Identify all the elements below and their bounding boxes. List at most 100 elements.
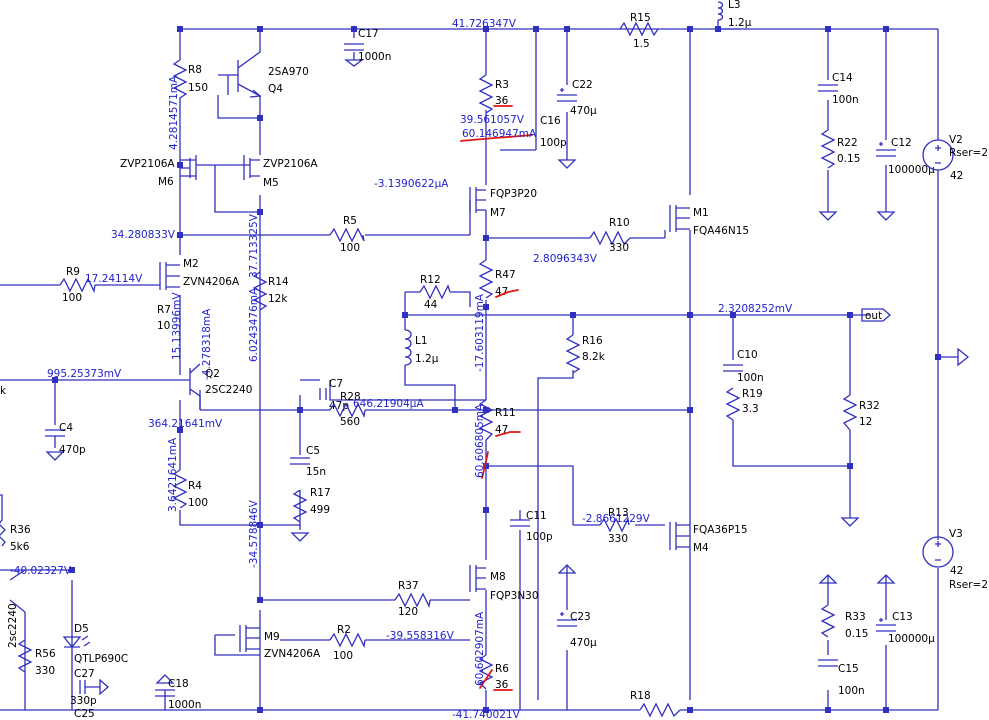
capacitor-c17[interactable]: C17 1000n [344,28,391,67]
svg-text:12: 12 [859,416,872,428]
svg-text:12k: 12k [268,293,288,305]
svg-text:36: 36 [495,95,509,107]
resistor-r8[interactable]: R8 150 [172,59,208,105]
resistor-r10[interactable]: R10 330 [589,217,631,254]
mosfet-m4[interactable]: FQA36P15 M4 [669,522,748,554]
svg-text:17.24114V: 17.24114V [85,273,143,285]
svg-text:1.5: 1.5 [633,38,650,50]
capacitor-c5[interactable]: C5 15n [290,445,326,478]
resistor-r28[interactable]: R28 560 [329,391,366,428]
mosfet-m1[interactable]: M1 FQA46N15 [669,205,749,237]
capacitor-c10[interactable]: C10 100n [723,349,764,384]
resistor-r9[interactable]: R9 100 [59,266,96,304]
resistor-r32[interactable]: R32 12 [840,394,880,527]
capacitor-c14[interactable]: C14 100n [818,72,859,106]
resistor-r36[interactable]: R36 5k6 [0,494,31,553]
resistor-r14[interactable]: R14 12k [252,271,289,311]
svg-text:L3: L3 [728,0,741,11]
resistor-r5[interactable]: R5 100 [329,215,365,254]
resistor-r15[interactable]: R15 1.5 [619,12,659,50]
resistor-r7[interactable]: R7 10 [157,304,171,332]
svg-text:C7: C7 [329,378,343,390]
resistor-r37[interactable]: R37 120 [394,580,431,618]
voltage-source-v3[interactable]: V3 42 Rser=2 [922,528,988,591]
capacitor-c4[interactable]: C4 470p [45,422,86,461]
svg-text:R7: R7 [157,304,171,316]
resistor-r2[interactable]: R2 100 [329,624,366,662]
resistor-r33[interactable]: R33 0.15 [818,574,868,640]
mosfet-m9[interactable]: M9 ZVN4206A [239,625,321,660]
transistor-q4[interactable]: 2SA970 Q4 [218,45,309,98]
diode-d5[interactable]: D5 QTLP690C [62,623,128,665]
svg-text:1000n: 1000n [168,699,201,711]
resistor-r18[interactable]: R18 [630,690,681,718]
q4-part: 2SA970 [268,66,309,78]
svg-text:10: 10 [157,320,170,332]
svg-text:646.21904µA: 646.21904µA [353,398,424,410]
svg-text:-3.1390622µA: -3.1390622µA [374,178,449,190]
svg-text:C11: C11 [526,510,547,522]
svg-text:M6: M6 [158,176,174,188]
mosfet-m5[interactable]: ZVP2106A M5 [243,155,318,189]
capacitor-c15[interactable]: C15 100n [818,659,865,697]
resistor-r17[interactable]: R17 499 [290,487,331,542]
capacitor-c18[interactable]: C18 1000n [155,674,201,711]
svg-text:995.25373mV: 995.25373mV [47,368,122,380]
capacitor-c12[interactable]: C12 100000µ [876,137,935,221]
svg-text:Rser=2: Rser=2 [949,579,988,591]
resistor-r3[interactable]: R3 36 [478,74,509,114]
svg-text:100: 100 [340,242,360,254]
svg-text:2SC2240: 2SC2240 [205,384,252,396]
resistor-r6[interactable]: R6 36 [478,654,509,691]
capacitor-c16[interactable]: C16 100p [540,115,567,149]
svg-text:R17: R17 [310,487,331,499]
svg-text:560: 560 [340,416,360,428]
svg-text:C14: C14 [832,72,853,84]
capacitor-c22[interactable]: C22 470µ [557,79,597,169]
transistor-q-low[interactable]: 2sc2240 [7,569,26,660]
resistor-r22[interactable]: R22 0.15 [818,129,860,221]
resistor-r4[interactable]: R4 100 [172,469,208,509]
v-top-rail: 41.726347V [452,18,517,30]
svg-text:2.8096343V: 2.8096343V [533,253,598,265]
svg-text:60.602907mA: 60.602907mA [474,611,486,686]
mosfet-m8[interactable]: M8 FQP3N30 [469,565,539,602]
svg-text:R4: R4 [188,480,202,492]
r8-label: R8 [188,64,202,76]
svg-text:47: 47 [495,286,508,298]
output-port[interactable]: out [861,308,891,322]
inductor-l1[interactable]: L1 1.2µ [404,329,439,366]
capacitor-c23[interactable]: C23 470µ [557,564,597,649]
svg-text:C10: C10 [737,349,758,361]
mosfet-m7[interactable]: FQP3P20 M7 [469,187,537,219]
resistor-r16[interactable]: R16 8.2k [565,334,606,374]
capacitor-c11[interactable]: C11 100p [510,510,553,543]
resistor-r13[interactable]: R13 330 [599,507,630,545]
voltage-source-v2[interactable]: V2 Rser=2 42 [922,134,988,182]
resistor-r56[interactable]: R56 330 [17,639,56,677]
svg-text:M4: M4 [693,542,709,554]
svg-text:0.15: 0.15 [845,628,868,640]
svg-text:ZVP2106A: ZVP2106A [263,158,318,170]
resistor-r19[interactable]: R19 3.3 [725,387,763,421]
svg-text:C25: C25 [74,708,95,720]
inductor-l3[interactable]: L3 1.2µ [717,0,752,29]
capacitor-c27[interactable]: C27 330p C25 [70,668,109,720]
resistor-r47[interactable]: R47 47 [478,259,516,299]
svg-text:60.606805mA: 60.606805mA [474,403,486,478]
svg-text:V2: V2 [949,134,963,146]
mosfet-m2[interactable]: M2 ZVN4206A [159,258,240,290]
svg-text:Q2: Q2 [205,368,220,380]
mosfet-m6[interactable]: ZVP2106A M6 [120,155,197,188]
svg-text:D5: D5 [74,623,89,635]
svg-text:44: 44 [424,299,438,311]
svg-text:C27: C27 [74,668,95,680]
svg-text:V3: V3 [949,528,963,540]
svg-text:QTLP690C: QTLP690C [74,653,128,665]
svg-text:-39.558316V: -39.558316V [386,630,455,642]
resistor-r12[interactable]: R12 44 [419,274,451,311]
transistor-q2[interactable]: Q2 2SC2240 [170,363,252,410]
svg-text:100n: 100n [737,372,764,384]
capacitor-c13[interactable]: C13 100000µ [876,574,935,645]
svg-text:-4.278318mA: -4.278318mA [201,308,213,380]
